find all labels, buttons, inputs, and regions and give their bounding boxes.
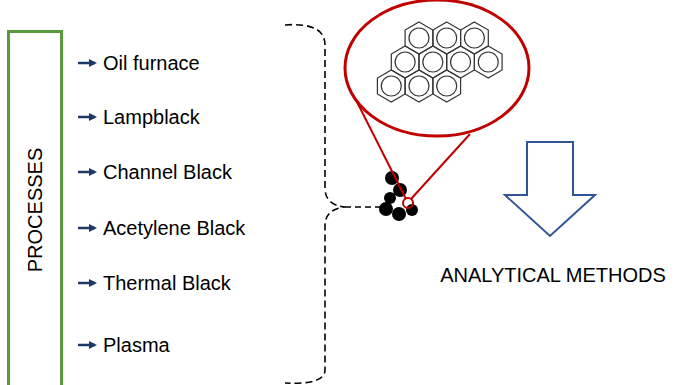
hexagon [461,22,489,54]
hexagon [405,22,433,54]
down-arrow [505,142,595,236]
item-arrows [78,63,95,345]
hexagon [447,46,475,78]
item-arrow [78,171,95,174]
process-name: Lampblack [103,105,200,129]
aromatic-ring [423,52,443,72]
process-name: Oil furnace [103,51,200,75]
particle-cluster [379,171,418,221]
hexagon [377,70,405,102]
aromatic-ring [478,52,498,72]
process-name: Thermal Black [103,271,231,295]
aromatic-ring [437,76,457,96]
aromatic-ring [437,28,457,48]
hexagon [433,70,461,102]
hexagon [474,46,502,78]
graphene-structure [377,22,502,102]
aromatic-ring [451,52,471,72]
zoom-circle [345,0,529,136]
zoom-line [411,134,470,199]
process-name: Acetylene Black [103,216,245,240]
aromatic-ring [395,52,415,72]
aromatic-ring [464,28,484,48]
aromatic-ring [409,76,429,96]
hexagon [391,46,419,78]
item-arrow [78,116,95,119]
item-arrow [78,62,95,65]
item-arrow [78,344,95,347]
aromatic-ring [409,28,429,48]
hexagon [433,22,461,54]
item-arrow [78,227,95,230]
methods-label: ANALYTICAL METHODS [440,263,666,287]
hexagon [405,70,433,102]
hexagon [419,46,447,78]
aromatic-ring [381,76,401,96]
zoom-spot [403,198,413,208]
box-label: PROCESSES [24,148,47,272]
process-name: Channel Black [103,160,232,184]
item-arrow [78,282,95,285]
process-box: PROCESSES [7,30,63,385]
dashed-bracket [285,25,345,384]
process-name: Plasma [103,333,170,357]
